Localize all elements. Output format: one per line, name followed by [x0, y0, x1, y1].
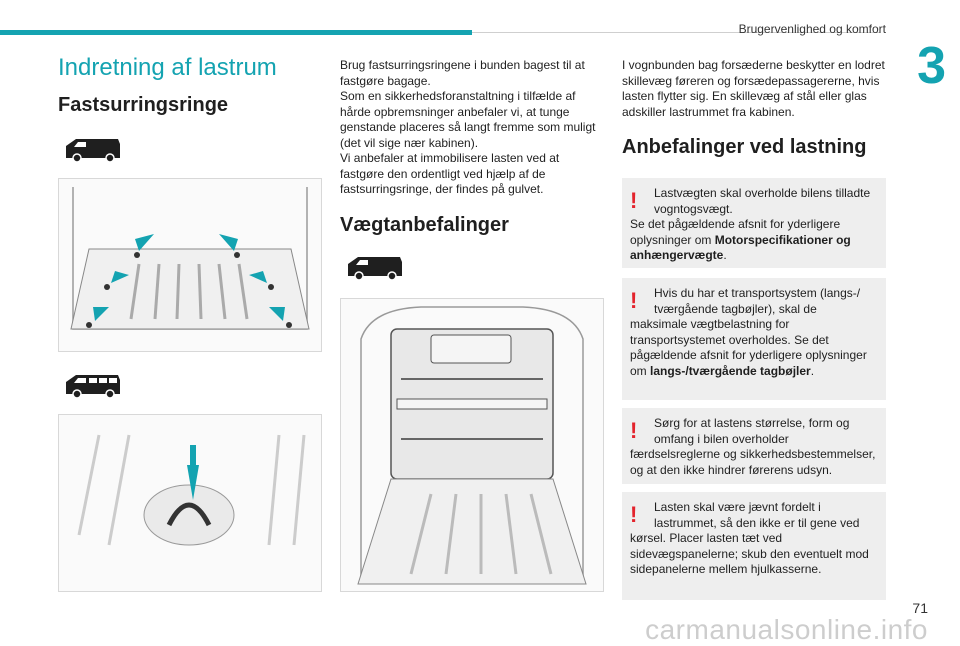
section-title: Brugervenlighed og komfort [738, 22, 886, 36]
partition-intro: I vognbunden bag forsæderne beskytter en… [622, 58, 885, 119]
paragraph-2: Som en sikkerhedsforanstaltning i tilfæl… [340, 89, 596, 150]
warning-1-end: . [723, 248, 727, 262]
warning-2-bold: langs-/tværgående tagbøjler [650, 363, 811, 378]
warning-2-first: Hvis du har et transportsystem (langs-/ … [654, 286, 861, 316]
warning-box-3: ! Sørg for at lastens størrelse, form og… [622, 408, 886, 484]
warning-4-first: Lasten skal være jævnt fordelt i lastrum… [654, 500, 860, 530]
column-2: Brug fastsurringsringene i bunden bagest… [340, 58, 605, 237]
van-icon [66, 139, 120, 162]
warning-1-first: Lastvægten skal overholde bilens tilladt… [654, 186, 871, 216]
warning-2-text: maksimale vægtbelastning for transportsy… [630, 317, 867, 378]
warning-box-1: ! Lastvægten skal overholde bilens tilla… [622, 178, 886, 268]
warning-4-text: kørsel. Placer lasten tæt ved sidevægspa… [630, 531, 869, 576]
warning-2-end: . [810, 363, 815, 378]
warning-3-first: Sørg for at lastens størrelse, form og o… [654, 416, 850, 446]
warning-icon: ! [630, 418, 638, 443]
van-icon [348, 257, 402, 280]
chapter-number: 3 [917, 37, 946, 95]
page-title: Indretning af lastrum [58, 54, 277, 81]
heading-loading-recommendations: Anbefalinger ved lastning [622, 136, 867, 158]
warning-3-text: færdselsreglerne og sikkerhedsbestemmels… [630, 447, 876, 477]
column-1: Indretning af lastrum Fastsurringsringe [58, 52, 323, 117]
subtitle-lashing-rings: Fastsurringsringe [58, 94, 229, 116]
warning-1-bold: Motorspecifikationer og anhængervægte [630, 232, 851, 263]
warning-box-4: ! Lasten skal være jævnt fordelt i lastr… [622, 492, 886, 600]
warning-icon: ! [630, 502, 638, 527]
warning-box-2: ! Hvis du har et transportsystem (langs-… [622, 278, 886, 400]
header-accent-bar [0, 30, 472, 35]
column-3: I vognbunden bag forsæderne beskytter en… [622, 58, 887, 159]
warning-1-text: Se det pågældende afsnit for yderligere … [630, 217, 841, 247]
warning-icon: ! [630, 288, 638, 313]
warning-icon: ! [630, 188, 638, 213]
paragraph-3: Vi anbefaler at immobilisere lasten ved … [340, 151, 560, 196]
watermark: carmanualsonline.info [645, 614, 928, 645]
heading-weight-recommendations: Vægtanbefalinger [340, 213, 509, 236]
cargo-partition-illustration [340, 298, 604, 592]
minibus-icon [66, 375, 120, 398]
paragraph-1: Brug fastsurringsringene i bunden bagest… [340, 58, 585, 88]
lashing-ring-closeup-illustration [58, 414, 322, 592]
page-number: 71 [912, 600, 928, 616]
cargo-floor-lashing-rings-illustration [58, 178, 322, 352]
header-divider [472, 32, 880, 33]
